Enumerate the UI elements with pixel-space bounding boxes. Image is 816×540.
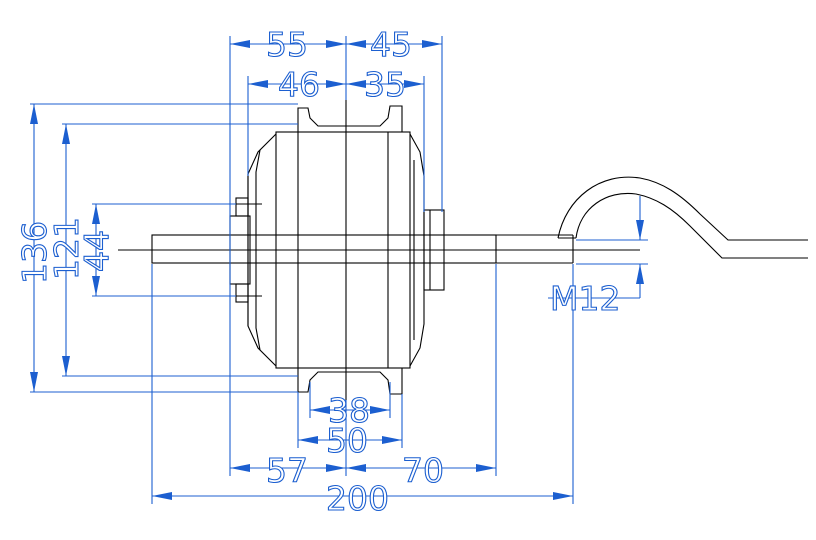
- bottom-flange: [297, 368, 403, 395]
- dim-35-label: 35: [364, 65, 406, 104]
- dimensions: 55 45 46 35 136: [14, 24, 648, 519]
- right-bearing: [423, 209, 445, 291]
- dim-121-label: 121: [47, 217, 86, 280]
- dim-38-label: 38: [328, 391, 370, 430]
- dimension-m12: M12: [548, 196, 644, 319]
- dimension-136: 136: [14, 104, 55, 392]
- dim-136-label: 136: [15, 221, 54, 284]
- top-flange: [297, 105, 403, 132]
- hub-motor-part: [118, 100, 808, 400]
- dimension-50: 50: [298, 420, 402, 461]
- dimension-44: 44: [76, 204, 117, 296]
- dimension-38: 38: [310, 390, 390, 431]
- dim-45-label: 45: [370, 25, 412, 64]
- dim-44-label: 44: [77, 230, 116, 272]
- dimension-57: 57: [230, 450, 346, 491]
- hub-shell: [275, 100, 411, 400]
- cable: [557, 176, 808, 259]
- dimension-45: 45: [346, 24, 442, 65]
- dim-200-label: 200: [326, 479, 389, 518]
- dim-46-label: 46: [278, 65, 320, 104]
- dim-57-label: 57: [266, 451, 308, 490]
- dimension-121: 121: [46, 124, 87, 376]
- dimension-70: 70: [346, 450, 496, 491]
- dim-m12-label: M12: [550, 279, 620, 318]
- dim-50-label: 50: [326, 421, 368, 460]
- dimension-35: 35: [346, 64, 424, 105]
- dimension-55: 55: [230, 24, 346, 65]
- dimension-200: 200: [152, 478, 573, 519]
- left-cover: [247, 133, 277, 367]
- dim-70-label: 70: [402, 451, 444, 490]
- dimension-46: 46: [248, 64, 346, 105]
- dim-55-label: 55: [266, 25, 308, 64]
- axle: [118, 234, 640, 264]
